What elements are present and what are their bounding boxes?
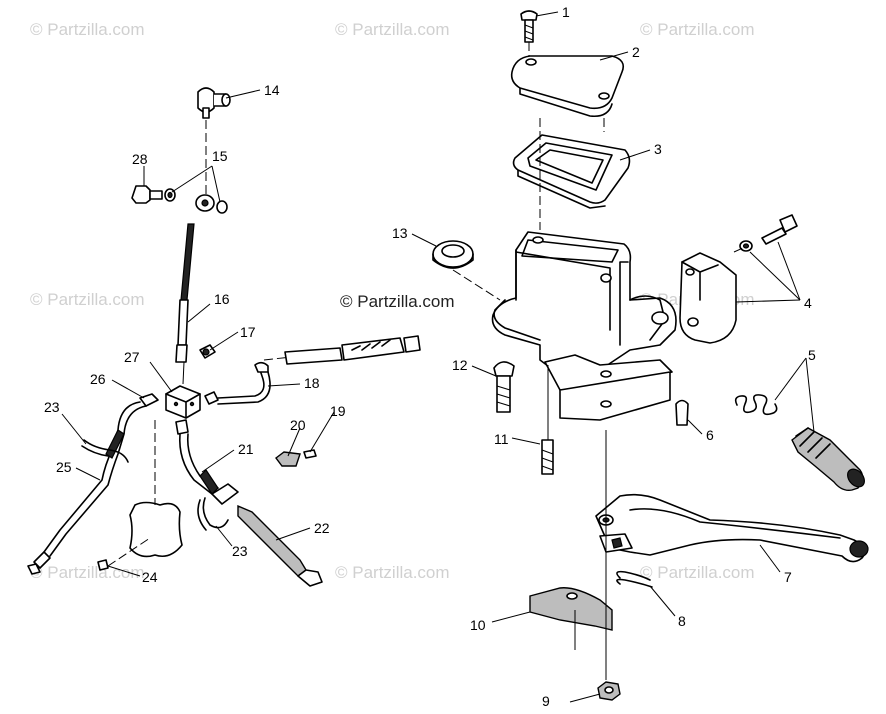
part-26-fitting	[139, 393, 159, 407]
callout-26: 26	[90, 371, 106, 387]
callout-9: 9	[542, 693, 550, 709]
callout-23-lower: 23	[232, 543, 248, 559]
callout-16: 16	[214, 291, 230, 307]
watermark-center: © Partzilla.com	[340, 292, 455, 311]
callout-5: 5	[808, 347, 816, 363]
callout-22: 22	[314, 520, 330, 536]
banjo-fitting	[195, 194, 215, 212]
part-27-junction-block	[165, 385, 201, 419]
callout-28: 28	[132, 151, 148, 167]
part-11-pin	[541, 439, 554, 475]
watermark: © Partzilla.com	[335, 20, 450, 39]
watermark: © Partzilla.com	[30, 563, 145, 582]
callout-17: 17	[240, 324, 256, 340]
watermark: © Partzilla.com	[30, 290, 145, 309]
part-7-lever	[595, 493, 869, 563]
part-2-cover	[510, 55, 625, 118]
part-20-bleeder-cap	[275, 451, 301, 467]
callout-2: 2	[632, 44, 640, 60]
part-14-tee-fitting	[197, 87, 231, 119]
part-28-banjo-bolt	[131, 185, 163, 204]
master-cylinder-body	[491, 231, 677, 440]
callout-23-upper: 23	[44, 399, 60, 415]
part-10-adjuster	[529, 587, 613, 631]
callout-14: 14	[264, 82, 280, 98]
callout-4: 4	[804, 295, 812, 311]
part-23-clamp	[81, 439, 129, 463]
watermark: © Partzilla.com	[30, 20, 145, 39]
callout-3: 3	[654, 141, 662, 157]
callout-8: 8	[678, 613, 686, 629]
part-6-pin	[675, 399, 689, 426]
callout-24: 24	[142, 569, 158, 585]
part-17-fitting	[199, 344, 216, 359]
brake-line-fitting	[284, 335, 421, 365]
callout-7: 7	[784, 569, 792, 585]
part-25-hose	[27, 401, 147, 575]
callout-1: 1	[562, 4, 570, 20]
part-13-grommet	[432, 240, 474, 269]
part-12-bolt	[493, 361, 515, 413]
part-9-nut	[597, 681, 621, 701]
callout-27: 27	[124, 349, 140, 365]
part-21-hose	[175, 419, 219, 495]
part-18-brake-line	[204, 361, 271, 405]
part-1-screw	[520, 10, 538, 43]
callout-18: 18	[304, 375, 320, 391]
part-3-diaphragm	[512, 134, 631, 209]
callout-11: 11	[494, 431, 509, 447]
part-15-washers	[164, 188, 228, 214]
callout-25: 25	[56, 459, 72, 475]
watermark: © Partzilla.com	[640, 20, 755, 39]
part-22-hose	[211, 483, 323, 587]
part-8-spring	[616, 570, 653, 588]
part-5-switch	[734, 394, 865, 492]
callout-10: 10	[470, 617, 486, 633]
watermark: © Partzilla.com	[640, 563, 755, 582]
callout-20: 20	[290, 417, 306, 433]
part-4-clamp	[679, 214, 798, 344]
part-24-bracket	[97, 501, 183, 571]
callout-21: 21	[238, 441, 254, 457]
watermark: © Partzilla.com	[335, 563, 450, 582]
callout-12: 12	[452, 357, 468, 373]
callout-13: 13	[392, 225, 408, 241]
part-23-clamp-lower	[197, 497, 229, 531]
callout-15: 15	[212, 148, 228, 164]
part-16-hose	[175, 223, 195, 363]
callout-6: 6	[706, 427, 714, 443]
callout-19: 19	[330, 403, 346, 419]
